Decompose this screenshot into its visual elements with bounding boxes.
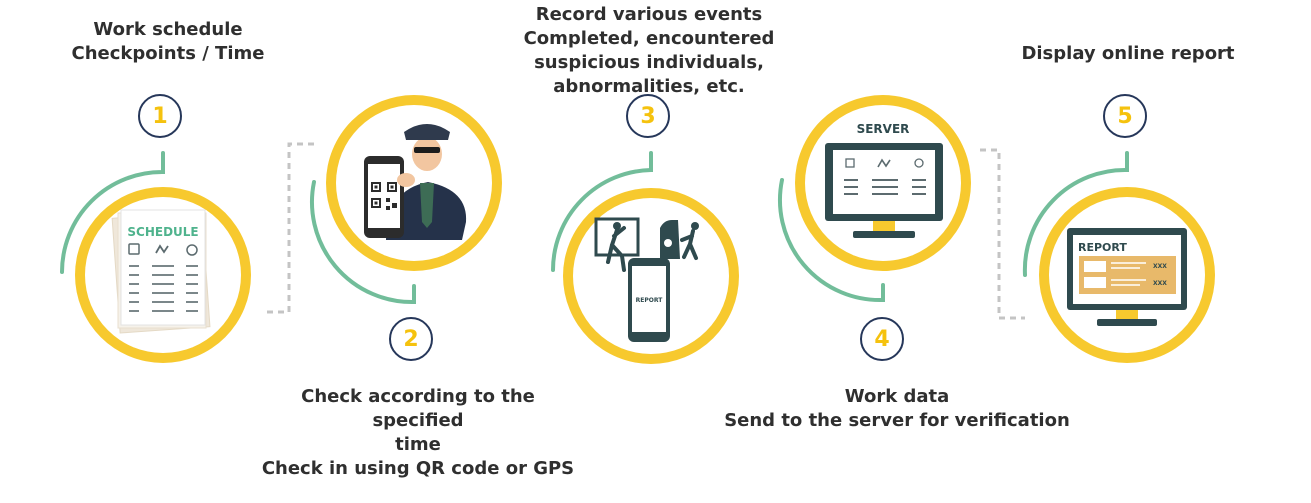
report-monitor-label: REPORT [1078, 241, 1127, 254]
step-number-4: 4 [860, 317, 904, 361]
report-item-label-2: XXX [1153, 280, 1167, 287]
step-number-2: 2 [389, 317, 433, 361]
dashed-link-1-2 [267, 142, 316, 314]
step-5-illustration: REPORT XXX XXX [1039, 187, 1215, 363]
step-4-caption: Work data Send to the server for verific… [724, 386, 1070, 431]
step-2-caption: Check according to the specified time Ch… [261, 386, 575, 479]
report-phone-label: REPORT [636, 297, 664, 304]
report-item-label-1: XXX [1153, 263, 1167, 270]
step-5-caption: Display online report [1021, 43, 1235, 64]
step-4-illustration: SERVER [795, 95, 971, 271]
arc-step-1 [60, 151, 165, 274]
server-label: SERVER [857, 122, 910, 136]
step-2-illustration [326, 95, 502, 271]
arc-step-2 [310, 180, 416, 305]
step-number-5: 5 [1103, 94, 1147, 138]
step-1-caption: Work schedule Checkpoints / Time [71, 19, 265, 64]
step-1-illustration: SCHEDULE [75, 187, 251, 363]
schedule-label: SCHEDULE [127, 225, 198, 239]
step-number-3: 3 [626, 94, 670, 138]
step-3-caption: Record various events Completed, encount… [523, 4, 775, 97]
dashed-link-4-5 [980, 148, 1025, 320]
arc-step-4 [778, 178, 885, 303]
arc-step-5 [1022, 151, 1129, 277]
arc-step-3 [551, 151, 653, 272]
step-3-illustration: REPORT [563, 188, 739, 364]
step-number-1: 1 [138, 94, 182, 138]
